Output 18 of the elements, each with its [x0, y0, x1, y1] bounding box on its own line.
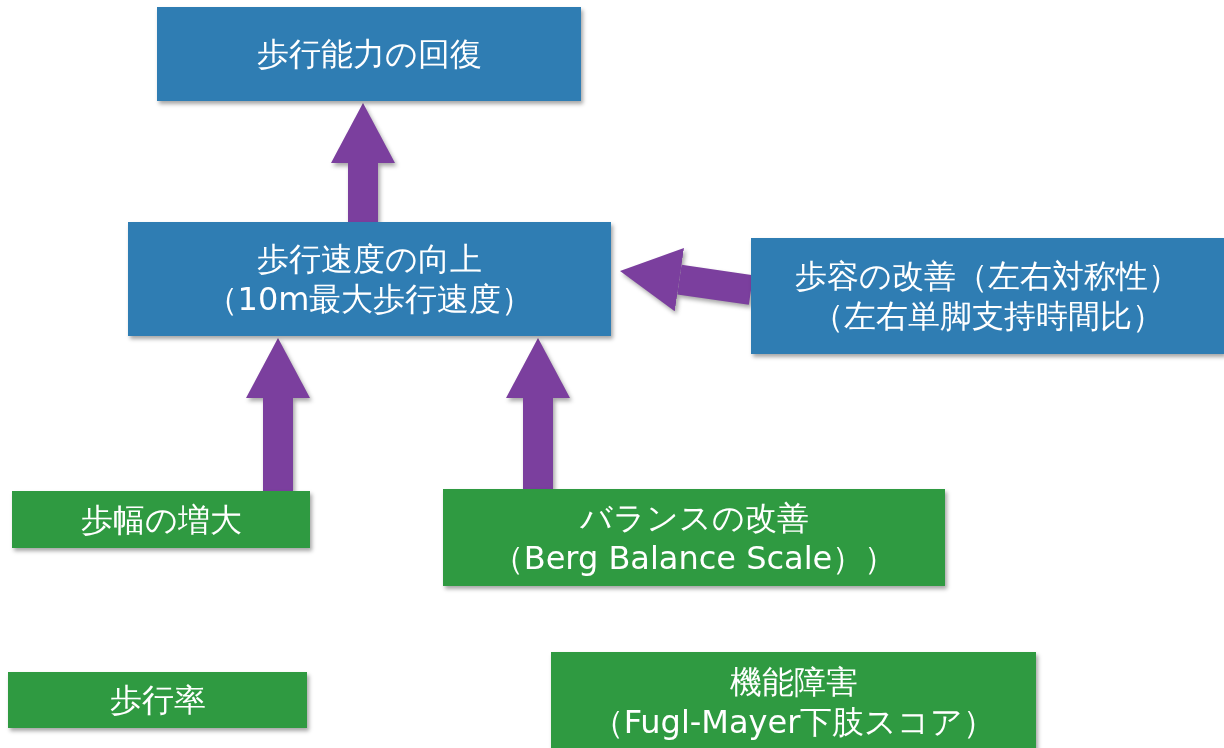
box-label: 歩行速度の向上 — [257, 239, 482, 279]
box-label: バランスの改善 — [579, 497, 809, 538]
factor-box — [8, 672, 307, 728]
box-label: 歩幅の増大 — [80, 499, 242, 540]
factor-box — [551, 652, 1036, 748]
outcome-box — [157, 7, 581, 101]
outcome-box — [751, 238, 1224, 354]
box-label: 歩行率 — [109, 680, 206, 720]
box-label: 歩容の改善（左右対称性） — [795, 256, 1180, 296]
box-label: 歩行能力の回復 — [256, 34, 482, 74]
outcome-box — [128, 222, 611, 336]
factor-box — [443, 489, 945, 586]
box-label: 機能障害 — [729, 662, 858, 702]
box-label: （左右単脚支持時間比） — [811, 296, 1164, 336]
factor-box — [12, 491, 310, 548]
box-label: （Berg Balance Scale）） — [491, 537, 897, 578]
box-label: （Fugl-Mayer下肢スコア） — [591, 702, 996, 742]
box-label: （10m最大歩行速度） — [205, 279, 534, 319]
